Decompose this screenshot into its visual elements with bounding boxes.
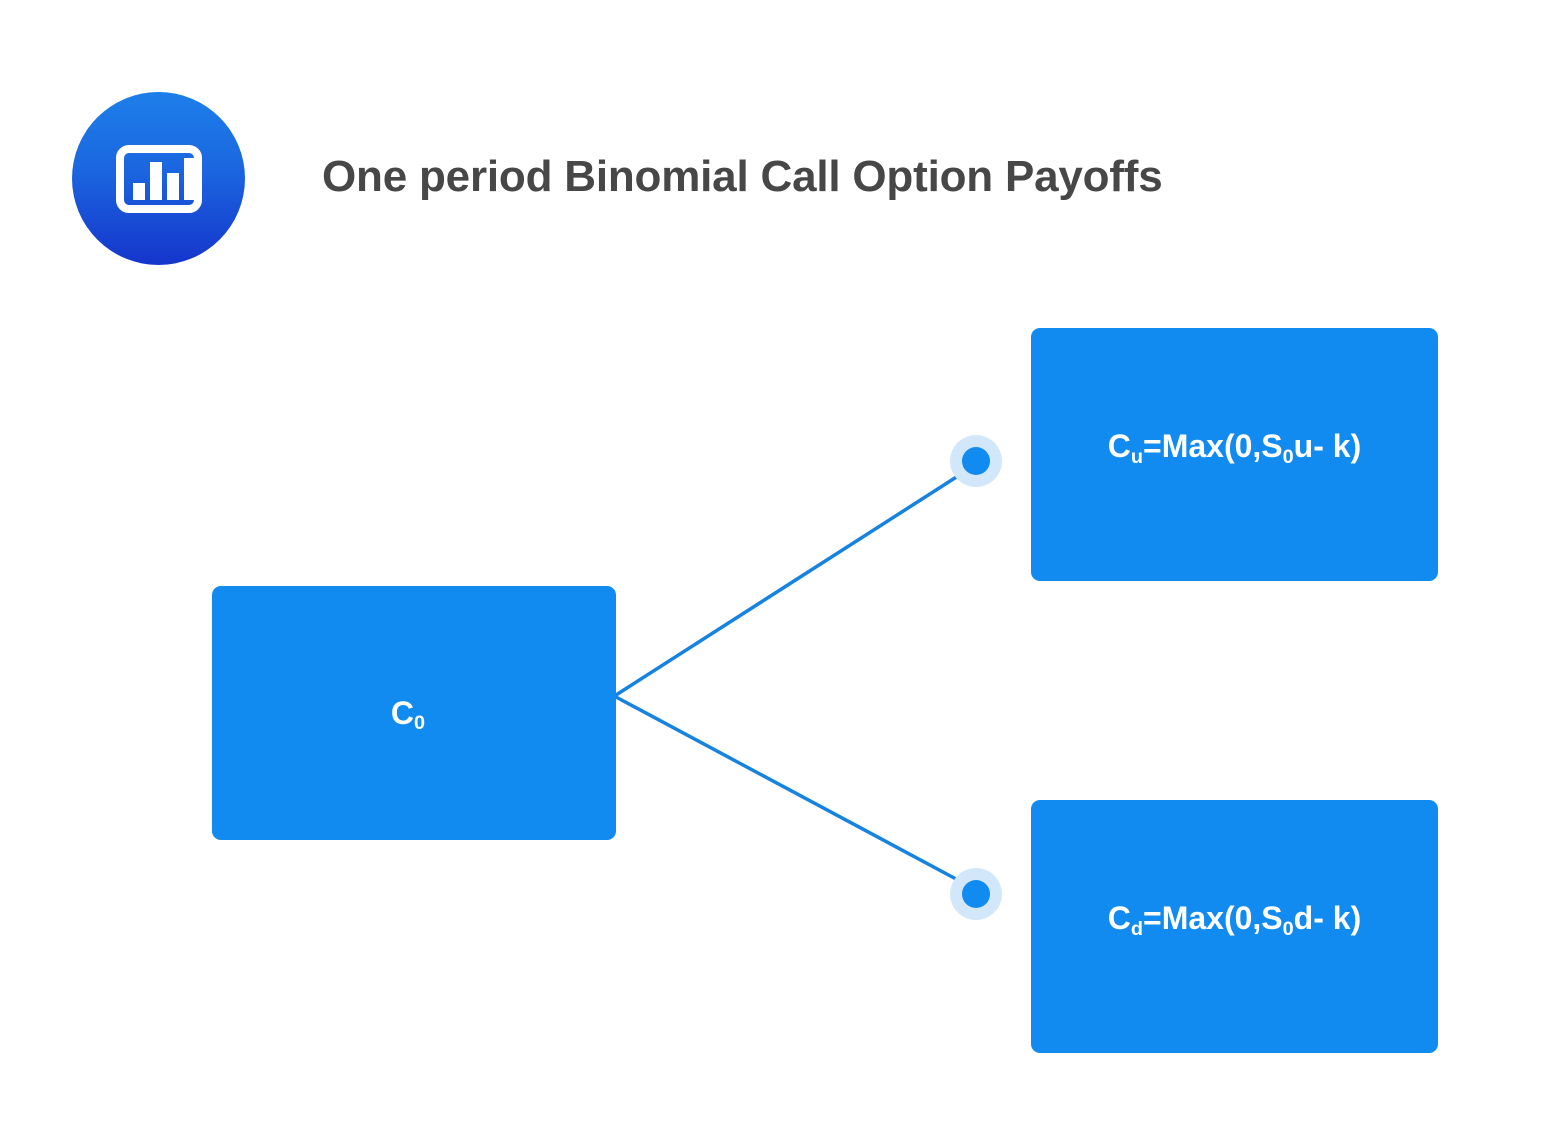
- node-root-label: C0: [390, 694, 426, 735]
- edge-root-to-down: [614, 695, 958, 881]
- node-root[interactable]: C0: [212, 586, 616, 840]
- node-up-payoff[interactable]: Cu=Max(0,S0u- k): [1031, 328, 1438, 581]
- node-up-label: Cu=Max(0,S0u- k): [1107, 428, 1362, 468]
- page-title: One period Binomial Call Option Payoffs: [322, 152, 1163, 201]
- node-down-payoff[interactable]: Cd=Max(0,S0d- k): [1031, 800, 1438, 1053]
- connector-dot-down[interactable]: [950, 868, 1002, 920]
- edge-root-to-up: [614, 474, 960, 697]
- connector-dot-up[interactable]: [950, 435, 1002, 487]
- bar-chart-icon: [109, 129, 209, 229]
- app-logo: [72, 92, 245, 265]
- node-down-label: Cd=Max(0,S0d- k): [1107, 900, 1362, 940]
